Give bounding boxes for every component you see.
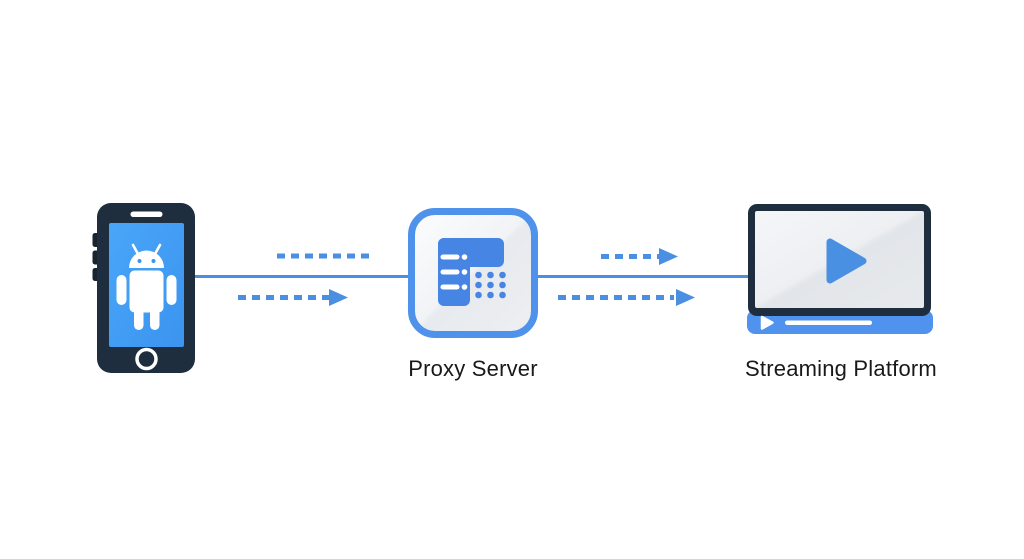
video-player-icon [747, 204, 933, 334]
arrowhead-icon [659, 248, 678, 265]
android-phone-icon [92, 203, 195, 373]
bar-play-icon [760, 315, 774, 330]
dot-grid-icon [475, 271, 506, 299]
progress-bar-icon [785, 320, 872, 325]
dashed-arrow-phone-to-proxy-bottom [238, 289, 348, 306]
proxy-server-label: Proxy Server [408, 356, 538, 381]
android-robot-icon [116, 243, 177, 330]
streaming-platform-label: Streaming Platform [745, 356, 937, 381]
arrowhead-icon [676, 289, 695, 306]
proxy-server-node [408, 208, 538, 338]
play-button-icon [826, 238, 867, 284]
dashed-arrow-proxy-to-streaming-top [601, 248, 678, 265]
phone-speaker-icon [130, 211, 163, 217]
phone-home-button-icon [135, 347, 158, 371]
proxy-server-icon [438, 238, 506, 306]
dashed-arrow-proxy-to-streaming-bottom [558, 289, 695, 306]
arrowhead-icon [329, 289, 348, 306]
